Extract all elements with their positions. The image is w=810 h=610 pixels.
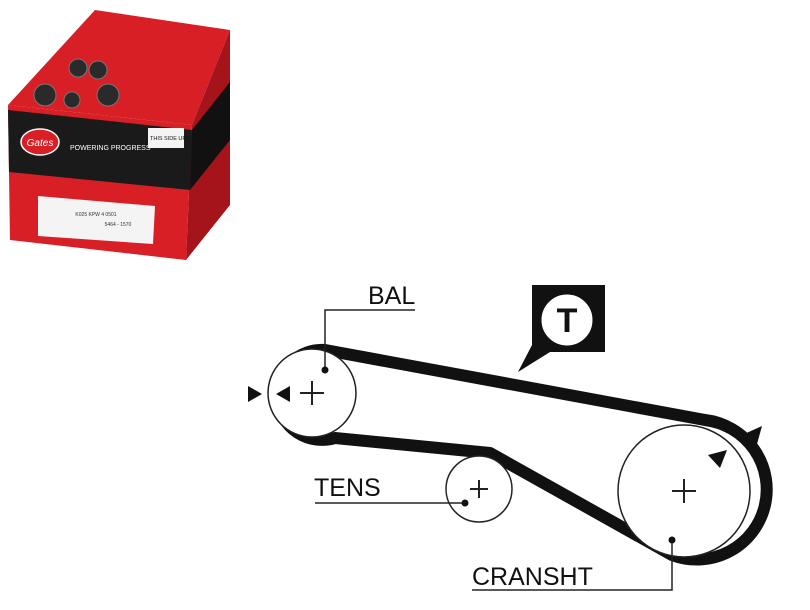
this-side-up-sticker — [148, 128, 184, 148]
box-pulley-artwork — [33, 58, 120, 109]
box-label-line-1: K025 KPW 4 0501 — [75, 212, 116, 218]
box-top-face — [8, 10, 230, 125]
timing-mark-callout: T — [518, 285, 605, 372]
crankshaft-leader-dot — [668, 536, 676, 544]
timing-mark-arrows — [248, 386, 762, 468]
timing-mark-label: T — [557, 302, 578, 340]
bal-leader-line — [324, 309, 415, 370]
this-side-up-text: THIS SIDE UP! — [150, 136, 188, 142]
callout-circle — [540, 293, 594, 347]
box-white-label — [38, 196, 155, 244]
pulley-center-marks — [300, 381, 696, 503]
tens-label: TENS — [314, 474, 381, 502]
crankshaft-leader-line — [472, 540, 673, 591]
box-label-line-2: 5464 - 1570 — [105, 222, 132, 228]
bal-label: BAL — [368, 282, 415, 310]
box-brand-text: Gates — [27, 138, 54, 149]
box-slogan: POWERING PROGRESS — [70, 145, 151, 152]
tens-leader-dot — [461, 499, 469, 507]
gates-logo: Gates — [20, 128, 60, 156]
product-box-image: Gates POWERING PROGRESS THIS SIDE UP! K0… — [8, 10, 230, 260]
box-black-band — [8, 110, 192, 190]
bal-leader-dot — [321, 366, 329, 374]
box-black-band-side — [190, 82, 230, 190]
crankshaft-label: CRANSHT — [472, 563, 593, 591]
